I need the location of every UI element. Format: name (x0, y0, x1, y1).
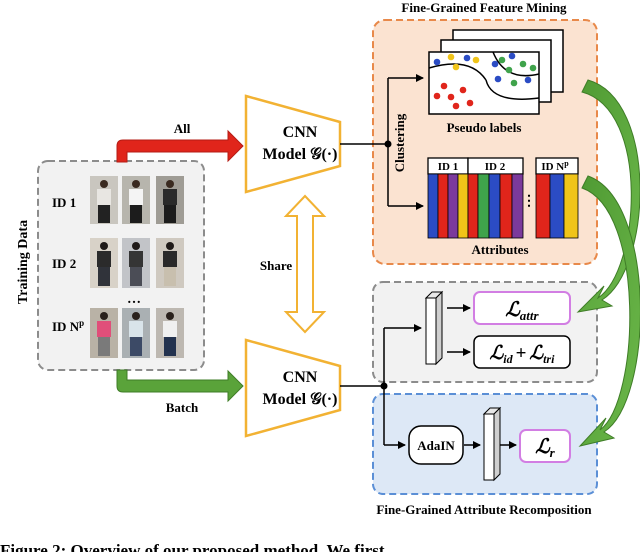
share-arrow (283, 194, 327, 334)
attr-id1-label: ID 1 (438, 161, 458, 173)
attributes-label: Attributes (471, 242, 528, 257)
person-images-idn (90, 308, 184, 358)
cnn-bottom-line2: Model 𝒢(·) (263, 391, 338, 408)
attribute-table (427, 157, 579, 239)
id-label-n: ID Np (52, 318, 84, 334)
adain-label: AdaIN (417, 438, 455, 453)
all-arrow (116, 129, 244, 163)
id-label-2: ID 2 (52, 256, 76, 271)
batch-arrow (116, 369, 244, 403)
id-tri-loss-text: ℒid+ℒtri (490, 343, 556, 366)
pseudo-labels-label: Pseudo labels (447, 120, 522, 135)
junction-dot-bottom (380, 382, 388, 390)
batch-label: Batch (166, 400, 199, 415)
figure-caption: Figure 2: Overview of our proposed metho… (0, 541, 385, 552)
feature-vector-2 (482, 406, 502, 482)
adain-box (408, 425, 464, 465)
attr-dots: ⋮ (522, 194, 536, 209)
recompose-title: Fine-Grained Attribute Recomposition (376, 502, 592, 517)
cnn-top-line1: CNN (283, 124, 318, 141)
junction-dot-top (384, 140, 392, 148)
pseudo-label-cards (428, 29, 564, 115)
id-ellipsis: … (127, 292, 141, 307)
all-label: All (174, 121, 191, 136)
attr-loss-box (473, 291, 571, 325)
cnn-bottom-line1: CNN (283, 369, 318, 386)
recon-loss-box (519, 429, 571, 463)
loss-arrows-upper (447, 304, 471, 356)
recon-loss-text: ℒr (535, 436, 555, 460)
attr-loss-text: ℒattr (505, 299, 539, 323)
clustering-label: Clustering (392, 113, 407, 172)
person-images-id1 (90, 176, 184, 224)
share-label: Share (260, 258, 292, 273)
mining-title: Fine-Grained Feature Mining (401, 0, 567, 15)
id-label-1: ID 1 (52, 195, 76, 210)
cnn-model-bottom (244, 338, 342, 438)
cnn-model-top (244, 94, 342, 194)
feature-vector-1 (424, 290, 444, 366)
training-data-title: Training Data (16, 220, 31, 304)
person-images-id2 (90, 238, 184, 288)
return-arrow-to-recon (578, 175, 640, 447)
id-tri-loss-box (473, 335, 571, 369)
cnn-top-line2: Model 𝒢(·) (263, 146, 338, 163)
attr-id2-label: ID 2 (485, 161, 506, 173)
attr-idn-label: ID Np (541, 159, 569, 173)
